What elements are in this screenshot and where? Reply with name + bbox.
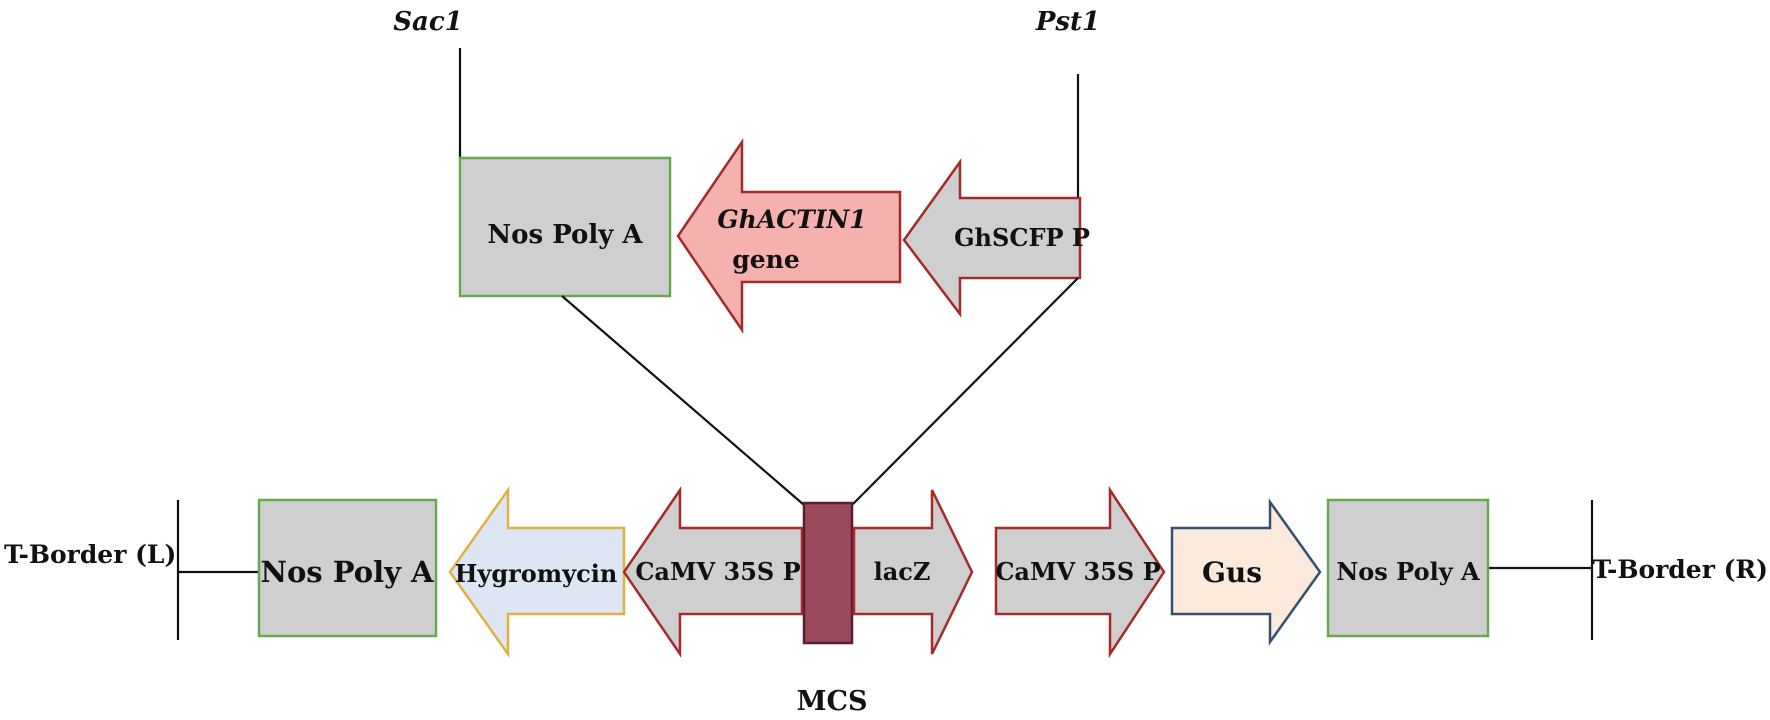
ghactin1-gene-word: gene bbox=[732, 245, 799, 274]
ghactin1-gene-name: GhACTIN1 bbox=[717, 205, 866, 234]
t-border-right-label: T-Border (R) bbox=[1592, 555, 1768, 584]
t-border-left-label: T-Border (L) bbox=[4, 540, 176, 569]
camv-35s-left-label: CaMV 35S P bbox=[635, 557, 800, 586]
nos-polya-right-box: Nos Poly A bbox=[1326, 498, 1490, 638]
mcs-label: MCS bbox=[797, 686, 868, 717]
lacz-label: lacZ bbox=[874, 557, 931, 586]
ghscfp-promoter-arrow: GhSCFP P bbox=[902, 158, 1090, 318]
camv-35s-right-label: CaMV 35S P bbox=[995, 557, 1160, 586]
hygromycin-arrow: Hygromycin bbox=[448, 486, 626, 658]
gus-arrow: Gus bbox=[1170, 498, 1322, 646]
camv-35s-left-arrow: CaMV 35S P bbox=[622, 485, 804, 659]
nos-polya-left-box: Nos Poly A bbox=[257, 498, 438, 638]
pst1-site-label: Pst1 bbox=[1035, 7, 1100, 37]
sac1-site-label: Sac1 bbox=[393, 7, 463, 37]
gus-label: Gus bbox=[1202, 556, 1262, 589]
nos-polya-left-label: Nos Poly A bbox=[260, 555, 434, 589]
ghscfp-promoter-label: GhSCFP P bbox=[954, 223, 1090, 252]
insert-nos-polya-label: Nos Poly A bbox=[487, 220, 643, 250]
lacz-arrow: lacZ bbox=[852, 489, 974, 655]
insert-to-mcs-left-line bbox=[561, 295, 805, 506]
insert-to-mcs-right-line bbox=[851, 277, 1079, 506]
ghactin1-gene-arrow: GhACTIN1 gene bbox=[676, 137, 902, 335]
insert-nos-polya-box: Nos Poly A bbox=[458, 156, 672, 298]
nos-polya-right-label: Nos Poly A bbox=[1336, 557, 1480, 586]
hygromycin-label: Hygromycin bbox=[455, 559, 618, 588]
camv-35s-right-arrow: CaMV 35S P bbox=[994, 485, 1166, 659]
mcs-block bbox=[802, 501, 854, 645]
